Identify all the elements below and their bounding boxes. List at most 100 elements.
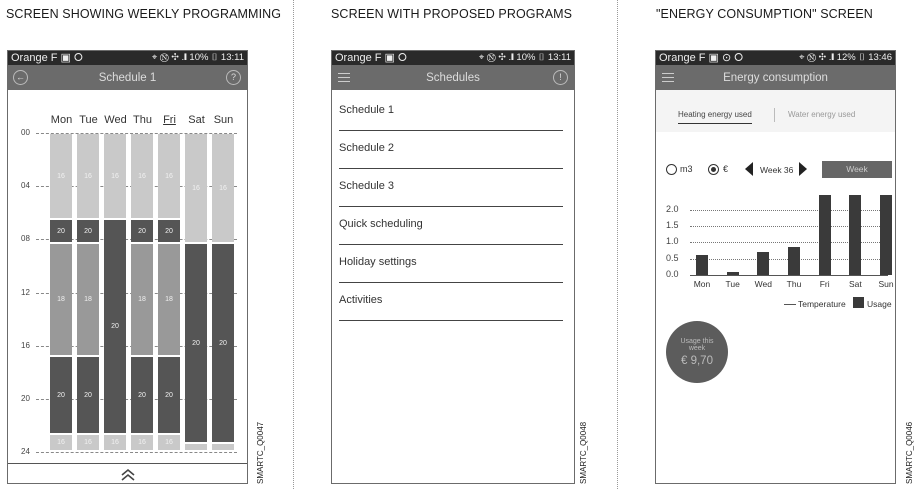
usage-bar-tue (726, 271, 739, 275)
schedule-block[interactable]: 16 (50, 134, 72, 219)
hour-label: 04 (21, 181, 30, 191)
x-tick-label: Mon (693, 279, 711, 289)
schedule-block[interactable]: 16 (104, 434, 126, 450)
day-label-mon[interactable]: Mon (50, 114, 73, 126)
day-label-tue[interactable]: Tue (79, 114, 98, 126)
schedule-block[interactable]: 18 (77, 244, 99, 356)
x-tick-label: Sat (848, 279, 862, 289)
week-button[interactable]: Week (822, 161, 892, 178)
schedule-block[interactable]: 20 (131, 220, 153, 243)
legend-temperature-line (784, 304, 796, 305)
day-label-sun[interactable]: Sun (213, 114, 234, 126)
schedule-block[interactable]: 16 (77, 434, 99, 450)
title-bar: ← Schedule 1 ? (8, 65, 247, 90)
day-label-sat[interactable]: Sat (188, 114, 205, 126)
schedule-block[interactable]: 20 (104, 220, 126, 433)
figure-code-left: SMARTC_Q0047 (256, 421, 265, 484)
next-week-arrow-icon[interactable] (799, 162, 807, 181)
list-item-holiday-settings[interactable]: Holiday settings (339, 245, 563, 283)
radio-euro[interactable] (708, 164, 719, 175)
schedule-block[interactable]: 20 (50, 220, 72, 243)
hour-guide-line (36, 133, 237, 134)
day-label-wed[interactable]: Wed (104, 114, 127, 126)
week-label: Week 36 (760, 165, 794, 175)
schedule-block[interactable] (185, 443, 207, 450)
hour-label: 12 (21, 287, 30, 297)
menu-icon[interactable] (662, 70, 676, 84)
x-tick-label: Fri (819, 279, 830, 289)
carrier-label: Orange F ▣ ⭘ (11, 52, 83, 64)
schedule-block[interactable]: 18 (158, 244, 180, 356)
status-indicators: ⌖ Ⓝ ✣ .❙ 10% ▯ 13:11 (478, 52, 571, 63)
schedule-block[interactable]: 16 (131, 434, 153, 450)
schedule-block[interactable]: 20 (77, 357, 99, 433)
status-indicators: ⌖ Ⓝ ✣ .❙ 12% ▯ 13:46 (799, 52, 892, 63)
back-icon[interactable]: ← (13, 70, 28, 85)
status-indicators: ⌖ Ⓝ ✣ .❙ 10% ▯ 13:11 (151, 52, 244, 63)
x-tick-label: Tue (725, 279, 740, 289)
expand-icon[interactable] (118, 468, 138, 482)
list-item-schedule-2[interactable]: Schedule 2 (339, 131, 563, 169)
usage-bar-wed (757, 252, 770, 275)
schedule-block[interactable]: 16 (158, 134, 180, 219)
usage-this-week-circle: Usage this week € 9,70 (666, 321, 728, 383)
divider-left (293, 0, 294, 489)
list-item-schedule-3[interactable]: Schedule 3 (339, 169, 563, 207)
schedule-block[interactable]: 16 (212, 134, 234, 243)
hour-label: 08 (21, 234, 30, 244)
phone-schedules-list: Orange F ▣ ⭘ ⌖ Ⓝ ✣ .❙ 10% ▯ 13:11 Schedu… (331, 50, 575, 484)
info-icon[interactable]: ! (553, 70, 568, 85)
status-bar: Orange F ▣ ⭘ ⌖ Ⓝ ✣ .❙ 10% ▯ 13:11 (8, 51, 247, 65)
schedule-block[interactable]: 20 (131, 357, 153, 433)
schedule-block[interactable]: 16 (77, 134, 99, 219)
tab-water-energy[interactable]: Water energy used (788, 110, 856, 119)
title-bar: Energy consumption (656, 65, 895, 90)
radio-m3[interactable] (666, 164, 677, 175)
carrier-label: Orange F ▣ ⭘ (335, 52, 407, 64)
hour-guide-line (36, 452, 237, 454)
schedule-block[interactable] (212, 443, 234, 450)
schedule-block[interactable]: 16 (158, 434, 180, 450)
y-gridline (690, 242, 888, 244)
page-title: Schedules (426, 71, 480, 84)
schedule-block[interactable]: 20 (158, 220, 180, 243)
schedule-block[interactable]: 16 (131, 134, 153, 219)
schedule-block[interactable]: 16 (104, 134, 126, 219)
x-tick-label: Sun (878, 279, 894, 289)
schedule-block[interactable]: 20 (158, 357, 180, 433)
menu-icon[interactable] (338, 70, 352, 84)
phone-energy-consumption: Orange F ▣ ⊙ ⭘ ⌖ Ⓝ ✣ .❙ 12% ▯ 13:46 Ener… (655, 50, 896, 484)
tab-heating-energy[interactable]: Heating energy used (678, 110, 752, 124)
schedule-block[interactable]: 20 (77, 220, 99, 243)
y-tick-label: 0.0 (666, 269, 679, 279)
y-gridline (690, 209, 888, 211)
schedule-block[interactable]: 18 (131, 244, 153, 356)
schedule-block[interactable]: 20 (50, 357, 72, 433)
figure-code-middle: SMARTC_Q0048 (579, 421, 588, 484)
title-bar: Schedules ! (332, 65, 574, 90)
prev-week-arrow-icon[interactable] (745, 162, 753, 181)
schedule-block[interactable]: 18 (50, 244, 72, 356)
day-label-fri[interactable]: Fri (163, 114, 176, 126)
schedule-block[interactable]: 16 (185, 134, 207, 243)
hour-label: 24 (21, 447, 30, 457)
list-item-schedule-1[interactable]: Schedule 1 (339, 93, 563, 131)
list-item-activities[interactable]: Activities (339, 283, 563, 321)
list-item-quick-scheduling[interactable]: Quick scheduling (339, 207, 563, 245)
usage-bar-mon (696, 255, 708, 275)
schedule-block[interactable]: 20 (212, 244, 234, 442)
status-bar: Orange F ▣ ⊙ ⭘ ⌖ Ⓝ ✣ .❙ 12% ▯ 13:46 (656, 51, 895, 65)
help-icon[interactable]: ? (226, 70, 241, 85)
day-label-thu[interactable]: Thu (133, 114, 152, 126)
schedule-block[interactable]: 16 (50, 434, 72, 450)
usage-bar-sun (880, 195, 892, 275)
carrier-label: Orange F ▣ ⊙ ⭘ (659, 52, 744, 64)
y-tick-label: 0.5 (666, 252, 679, 263)
y-gridline (690, 226, 888, 228)
schedule-block[interactable]: 20 (185, 244, 207, 442)
usage-bar-thu (788, 247, 800, 275)
y-gridline (690, 275, 888, 276)
heading-proposed-programs: SCREEN WITH PROPOSED PROGRAMS (331, 7, 573, 21)
